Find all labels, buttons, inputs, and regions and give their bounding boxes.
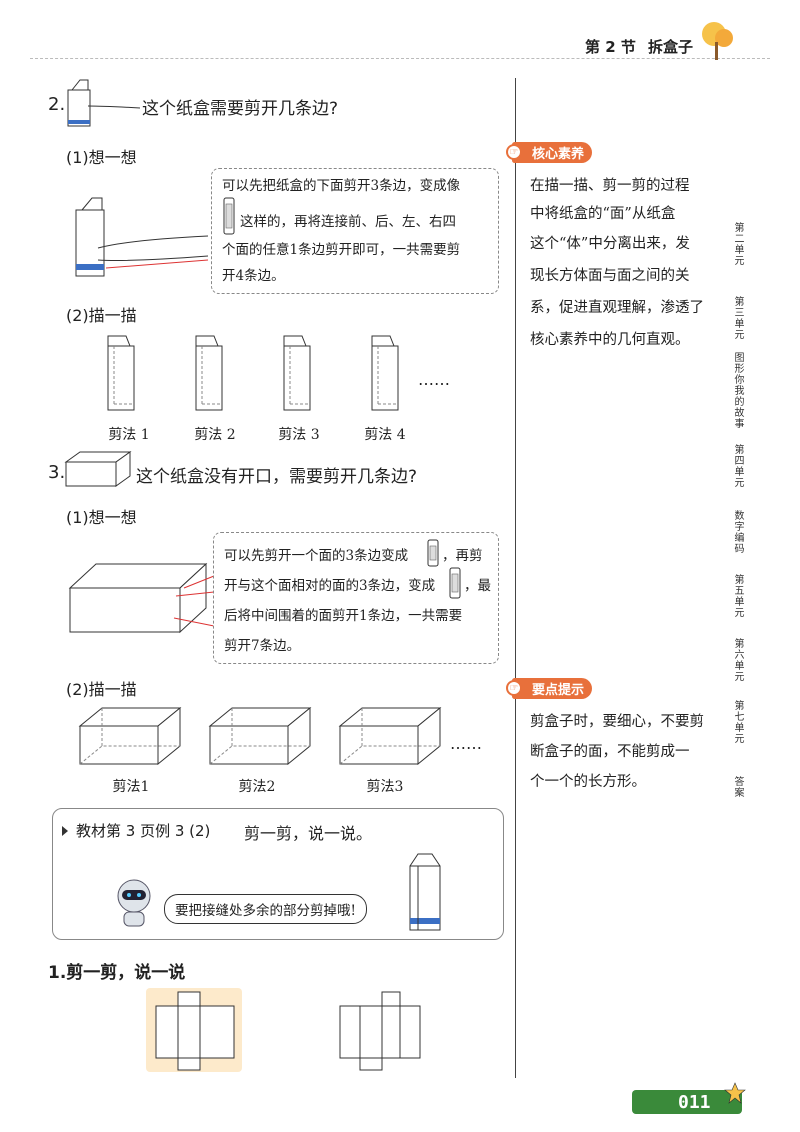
example-carton-illustration xyxy=(409,853,441,931)
section-number: 第 2 节 xyxy=(585,38,636,56)
unit-tab-3[interactable]: 第三单元 xyxy=(732,296,743,340)
unit-tab-answers[interactable]: 答案 xyxy=(732,776,743,798)
q3-ellipsis: …… xyxy=(450,734,482,753)
core-line-5: 系，促进直观理解，渗透了 xyxy=(530,300,704,316)
q2-think-line-1: 可以先把纸盒的下面剪开3条边，变成像 xyxy=(222,178,461,194)
q3-think-line-1b: ，再剪 xyxy=(442,548,483,564)
q2-cut-caption-2: 剪法 2 xyxy=(194,427,236,443)
tree-icon xyxy=(702,22,733,60)
column-divider xyxy=(515,78,516,1078)
tip-line-2: 断盒子的面，不能剪成一 xyxy=(530,744,690,760)
milk-carton-icon xyxy=(67,79,141,127)
q2-think-line-4: 开4条边。 xyxy=(222,268,285,284)
q2-text: 这个纸盒需要剪开几条边? xyxy=(142,99,339,119)
q3-think-line-1: 可以先剪开一个面的3条边变成 xyxy=(224,548,409,564)
unit-tab-2[interactable]: 第二单元 xyxy=(732,222,743,266)
unit-tab-6[interactable]: 第六单元 xyxy=(732,638,743,682)
key-tips-tag: 要点提示 xyxy=(512,678,593,699)
q3-think-line-2: 开与这个面相对的面的3条边，变成 xyxy=(224,578,436,594)
q3-cut-figures xyxy=(78,706,442,766)
pointing-hand-icon: ☞ xyxy=(506,680,522,696)
section-title: 拆盒子 xyxy=(648,38,694,56)
q3-think-line-2b: ，最 xyxy=(464,578,491,594)
q2-think-line-3: 个面的任意1条边剪开即可，一共需要剪 xyxy=(222,242,461,258)
tip-line-1: 剪盒子时，要细心，不要剪 xyxy=(530,714,704,730)
q2-cut-caption-1: 剪法 1 xyxy=(108,427,150,443)
example-marker-icon xyxy=(62,826,68,836)
core-line-4: 现长方体面与面之间的关 xyxy=(530,268,690,284)
q3-think-line-4: 剪开7条边。 xyxy=(224,638,301,654)
unit-tab-coding[interactable]: 数字编码 xyxy=(732,510,743,554)
net-figure-1 xyxy=(146,988,242,1072)
q3-think-line-3: 后将中间围着的面剪开1条边，一共需要 xyxy=(224,608,463,624)
page-badge xyxy=(632,1090,742,1114)
q2-think-box xyxy=(211,168,499,294)
robot-icon xyxy=(117,879,151,927)
q2-think-label: (1)想一想 xyxy=(66,148,137,167)
q3-number: 3. xyxy=(48,462,66,483)
q3-text: 这个纸盒没有开口，需要剪开几条边? xyxy=(136,467,418,487)
hand-carton-illustration xyxy=(75,197,209,277)
core-literacy-tag: 核心素养 xyxy=(512,142,593,163)
example-action: 剪一剪，说一说。 xyxy=(244,824,373,843)
q3-think-label: (1)想一想 xyxy=(66,508,137,527)
q2-ellipsis: …… xyxy=(418,370,450,389)
q2-cut-caption-3: 剪法 3 xyxy=(278,427,320,443)
open-box-icon-1 xyxy=(427,539,439,567)
unit-tab-4[interactable]: 第四单元 xyxy=(732,444,743,488)
unit-tab-7[interactable]: 第七单元 xyxy=(732,700,743,744)
q3-cut-caption-2: 剪法2 xyxy=(238,779,276,795)
q3-cut-caption-3: 剪法3 xyxy=(366,779,404,795)
pointing-hand-icon: ☞ xyxy=(506,144,522,160)
open-box-icon-2 xyxy=(449,567,461,599)
core-line-6: 核心素养中的几何直观。 xyxy=(530,332,690,348)
q2-cut-figures xyxy=(107,335,399,411)
core-line-1: 在描一描、剪一剪的过程 xyxy=(530,178,690,194)
q3-trace-label: (2)描一描 xyxy=(66,680,137,699)
q3-box-illustration xyxy=(68,562,215,634)
open-carton-icon xyxy=(223,197,235,235)
header-rule xyxy=(30,58,770,59)
speech-bubble: 要把接缝处多余的部分剪掉哦! xyxy=(164,894,367,924)
page-number: 011 xyxy=(678,1092,711,1113)
core-line-2: 中将纸盒的“面”从纸盒 xyxy=(530,206,676,222)
q2-trace-label: (2)描一描 xyxy=(66,306,137,325)
unit-tab-5[interactable]: 第五单元 xyxy=(732,574,743,618)
tip-line-3: 个一个的长方形。 xyxy=(530,774,646,790)
unit-tab-story[interactable]: 图形你我的故事 xyxy=(732,352,743,429)
core-line-3: 这个“体”中分离出来，发 xyxy=(530,236,690,252)
q3-cut-caption-1: 剪法1 xyxy=(112,779,150,795)
closed-box-icon xyxy=(64,451,132,487)
exercise-label: 1.剪一剪，说一说 xyxy=(48,963,186,983)
q2-cut-caption-4: 剪法 4 xyxy=(364,427,406,443)
net-figure-2 xyxy=(339,991,421,1071)
example-title: 教材第 3 页例 3 (2) xyxy=(76,822,211,840)
star-icon xyxy=(724,1082,746,1104)
q2-think-line-2: 这样的，再将连接前、后、左、右四 xyxy=(240,214,456,230)
q2-number: 2. xyxy=(48,94,66,115)
